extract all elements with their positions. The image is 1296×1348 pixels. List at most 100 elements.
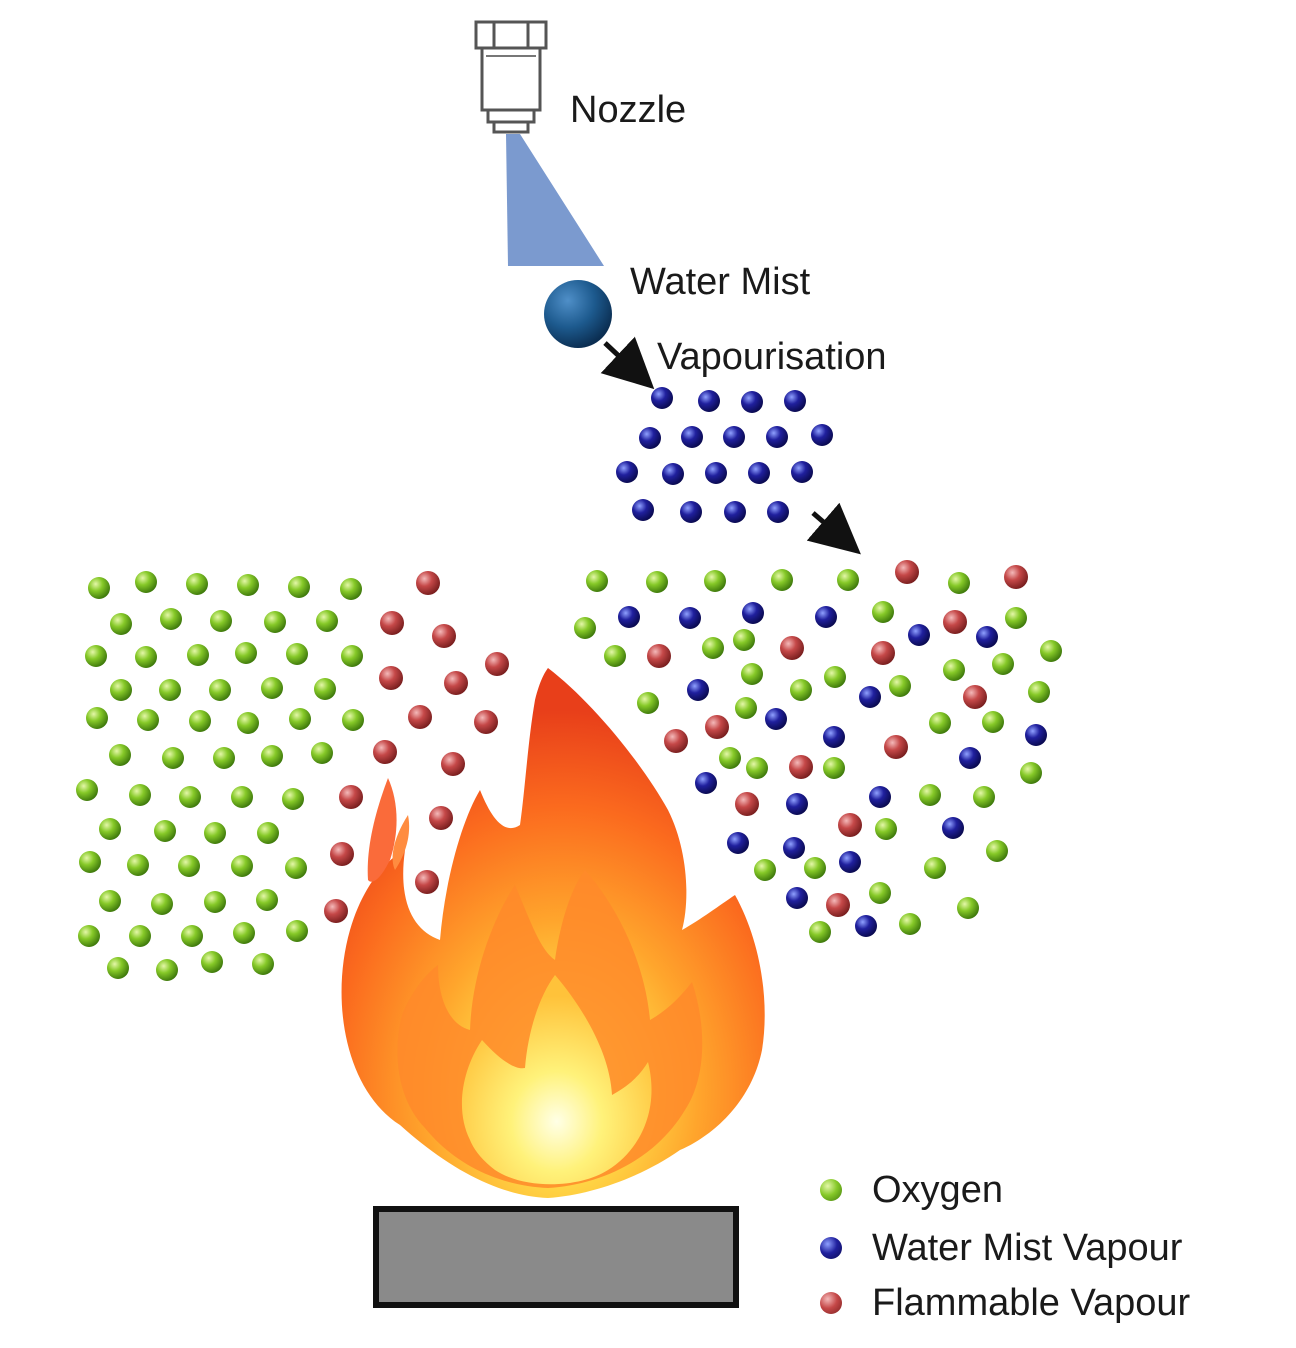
oxygen-particle <box>824 666 846 688</box>
oxygen-particle <box>586 570 608 592</box>
oxygen-particle <box>982 711 1004 733</box>
oxygen-particle <box>637 692 659 714</box>
flammable-vapour-particle <box>884 735 908 759</box>
spray-cone <box>506 134 604 266</box>
oxygen-particle <box>719 747 741 769</box>
water-mist-vapour-particle <box>766 426 788 448</box>
oxygen-particle <box>875 818 897 840</box>
water-mist-vapour-particle <box>869 786 891 808</box>
oxygen-particle <box>107 957 129 979</box>
oxygen-particle <box>790 679 812 701</box>
oxygen-particle <box>110 679 132 701</box>
water-mist-vapour-particle <box>942 817 964 839</box>
oxygen-particle <box>235 642 257 664</box>
flammable-vapour-particle <box>943 610 967 634</box>
flammable-vapour-particle <box>444 671 468 695</box>
oxygen-particle <box>86 707 108 729</box>
oxygen-particle <box>79 851 101 873</box>
flammable-vapour-particle <box>485 652 509 676</box>
flammable-vapour-particle <box>415 870 439 894</box>
flammable-vapour-particle <box>789 755 813 779</box>
flammable-vapour-particle <box>373 740 397 764</box>
oxygen-particle <box>754 859 776 881</box>
water-mist-vapour-particle <box>859 686 881 708</box>
oxygen-particle <box>1020 762 1042 784</box>
water-mist-vapour-particle <box>639 427 661 449</box>
oxygen-particle <box>837 569 859 591</box>
oxygen-particle <box>282 788 304 810</box>
oxygen-particle <box>340 578 362 600</box>
water-mist-vapour-particle <box>976 626 998 648</box>
oxygen-particle <box>1005 607 1027 629</box>
oxygen-particle <box>151 893 173 915</box>
water-mist-vapour-particle <box>723 426 745 448</box>
water-mist-vapour-particle <box>741 391 763 413</box>
oxygen-particle <box>231 786 253 808</box>
legend-label: Water Mist Vapour <box>872 1226 1183 1269</box>
oxygen-particle <box>160 608 182 630</box>
oxygen-particle <box>181 925 203 947</box>
oxygen-particle <box>342 709 364 731</box>
vapour-spread-arrow <box>806 502 861 555</box>
flammable-vapour-particle <box>963 685 987 709</box>
oxygen-particle <box>129 925 151 947</box>
oxygen-particle <box>919 784 941 806</box>
flammable-vapour-particle <box>705 715 729 739</box>
flammable-vapour-particle <box>1004 565 1028 589</box>
flammable-vapour-particle <box>895 560 919 584</box>
flammable-vapour-particle <box>780 636 804 660</box>
oxygen-particle <box>872 601 894 623</box>
oxygen-particle <box>137 709 159 731</box>
water-mist-vapour-particle <box>651 387 673 409</box>
water-mist-vapour-particle <box>680 501 702 523</box>
water-mist-vapour-particle <box>765 708 787 730</box>
oxygen-particle <box>99 818 121 840</box>
water-mist-vapour-particle <box>786 887 808 909</box>
oxygen-particle <box>201 951 223 973</box>
nozzle-label: Nozzle <box>570 89 687 131</box>
flammable-vapour-particle <box>408 705 432 729</box>
fuel-tray <box>373 1206 739 1308</box>
oxygen-particle <box>256 889 278 911</box>
oxygen-particle <box>159 679 181 701</box>
oxygen-particle <box>233 922 255 944</box>
oxygen-particle <box>702 637 724 659</box>
water-mist-vapour-particle <box>855 915 877 937</box>
oxygen-particle <box>135 571 157 593</box>
nozzle-icon <box>474 20 548 134</box>
oxygen-particle <box>110 613 132 635</box>
oxygen-particle <box>973 786 995 808</box>
oxygen-particle <box>1028 681 1050 703</box>
oxygen-particle <box>741 663 763 685</box>
oxygen-particle <box>135 646 157 668</box>
oxygen-particle <box>735 697 757 719</box>
particle-field-back <box>76 387 1062 981</box>
oxygen-particle <box>924 857 946 879</box>
oxygen-particle <box>231 855 253 877</box>
oxygen-particle <box>704 570 726 592</box>
oxygen-particle <box>889 675 911 697</box>
oxygen-particle <box>162 747 184 769</box>
oxygen-particle <box>76 779 98 801</box>
oxygen-particle <box>189 710 211 732</box>
oxygen-particle <box>957 897 979 919</box>
flammable-vapour-particle <box>324 899 348 923</box>
water-mist-droplet <box>544 280 612 348</box>
water-mist-vapour-particle <box>839 851 861 873</box>
flammable-vapour-particle <box>379 666 403 690</box>
water-mist-vapour-particle <box>662 463 684 485</box>
oxygen-particle <box>823 757 845 779</box>
flammable-vapour-particle <box>429 806 453 830</box>
water-mist-vapour-particle <box>908 624 930 646</box>
flammable-vapour-particle <box>838 813 862 837</box>
water-mist-vapour-particle <box>727 832 749 854</box>
flammable-vapour-particle <box>416 571 440 595</box>
oxygen-particle <box>156 959 178 981</box>
oxygen-particle <box>646 571 668 593</box>
blue-sphere-icon <box>820 1237 842 1259</box>
oxygen-particle <box>869 882 891 904</box>
oxygen-particle <box>286 920 308 942</box>
flammable-vapour-particle <box>871 641 895 665</box>
oxygen-particle <box>316 610 338 632</box>
